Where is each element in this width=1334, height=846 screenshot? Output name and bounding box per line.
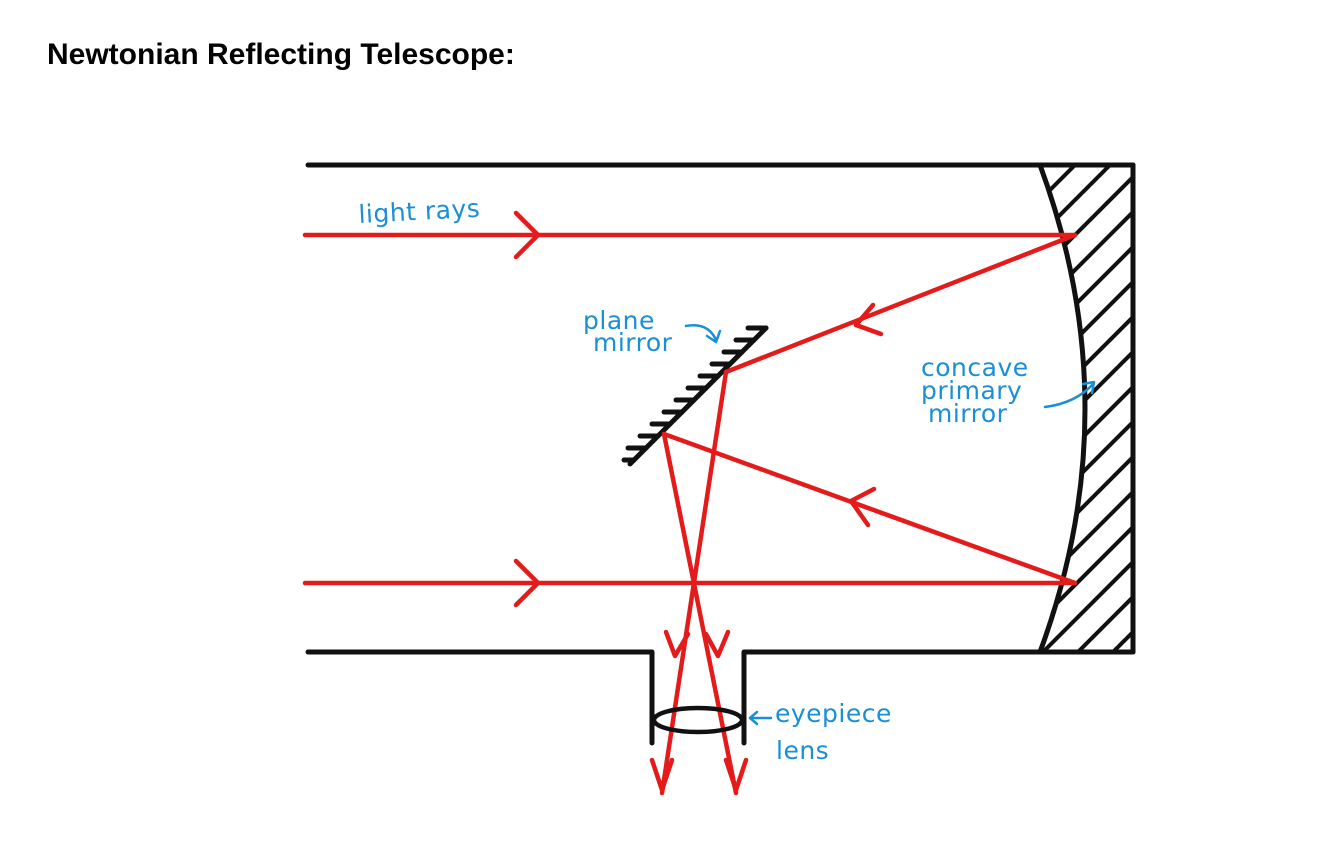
label-arrows: [684, 324, 1096, 726]
ray-top-reflected: [723, 232, 1078, 375]
ray-bottom-reflected-arrow: [848, 486, 877, 528]
ray-down-arrow-left: [663, 629, 691, 659]
label-eyepiece-1: eyepiece: [775, 699, 892, 728]
ray-to-eyepiece-right: [661, 431, 739, 796]
ray-bottom-reflected: [661, 431, 1078, 586]
ray-exit-arrow-left: [649, 757, 675, 793]
tube-bottom-wall-right: [741, 649, 1136, 746]
diagram-labels: light rays plane mirror concave primary …: [358, 194, 1029, 765]
plane-mirror: [621, 325, 769, 467]
concave-primary-mirror: [1037, 164, 1133, 653]
label-light-rays: light rays: [358, 194, 481, 229]
light-rays: [302, 210, 1078, 796]
primary-mirror-pointer-icon: [1043, 382, 1095, 409]
ray-down-arrow-right: [703, 629, 731, 659]
page-title: Newtonian Reflecting Telescope:: [47, 38, 515, 71]
label-plane-mirror-1: plane: [583, 306, 655, 335]
ray-bottom-incoming-arrow: [513, 558, 541, 608]
label-eyepiece-2: lens: [776, 736, 829, 765]
ray-top-incoming-arrow: [513, 210, 541, 260]
label-primary-2: primary: [921, 376, 1022, 405]
label-primary-1: concave: [921, 353, 1029, 382]
label-primary-3: mirror: [928, 399, 1008, 428]
ray-top-reflected-arrow: [853, 302, 884, 337]
ray-to-eyepiece-left: [659, 369, 729, 796]
ray-exit-arrow-right: [723, 757, 749, 793]
plane-mirror-pointer-icon: [684, 324, 718, 342]
tube-bottom-wall: [305, 649, 655, 746]
label-plane-mirror-2: mirror: [593, 328, 673, 357]
eyepiece-lens: [651, 705, 745, 735]
